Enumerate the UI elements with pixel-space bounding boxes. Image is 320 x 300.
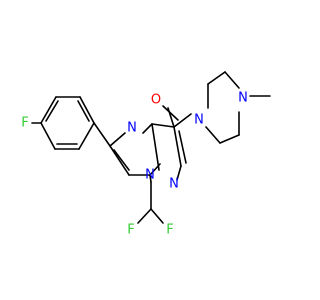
bond <box>224 71 240 89</box>
piperazine-nitrogen-label: N <box>238 91 248 106</box>
bond <box>109 132 126 147</box>
molecule-canvas: F N N N O N N F F <box>21 71 271 238</box>
bond <box>173 126 182 167</box>
difluoromethyl-fluorine-left: F <box>127 223 134 238</box>
bond <box>142 123 153 134</box>
bond <box>205 126 221 144</box>
difluoromethyl-fluorine-right: F <box>166 223 173 238</box>
bond <box>137 208 152 224</box>
bond <box>162 105 179 121</box>
piperazine-nitrogen-label: N <box>194 113 204 128</box>
pyrazole-nitrogen-label: N <box>169 177 179 192</box>
bond <box>40 122 56 150</box>
carbonyl-oxygen-label: O <box>151 93 161 108</box>
bond <box>45 100 59 122</box>
bond <box>173 113 192 128</box>
bond <box>176 165 182 181</box>
bond <box>178 130 187 164</box>
bond <box>150 208 164 224</box>
bridgehead-nitrogen-label: N <box>145 168 155 183</box>
bond <box>151 123 175 128</box>
bond <box>219 134 240 144</box>
pyrimidine-nitrogen-label: N <box>127 121 137 136</box>
bond <box>40 96 57 124</box>
bond <box>93 122 111 147</box>
bond <box>78 122 95 150</box>
bond <box>113 149 130 171</box>
bond <box>207 71 226 85</box>
fluorine-atom-label: F <box>21 116 28 131</box>
bond <box>77 100 90 122</box>
bond <box>79 96 95 124</box>
structure-diagram: F N N N O N N F F <box>21 71 271 238</box>
bond <box>151 123 160 171</box>
bond <box>149 174 152 183</box>
bond <box>109 145 130 176</box>
